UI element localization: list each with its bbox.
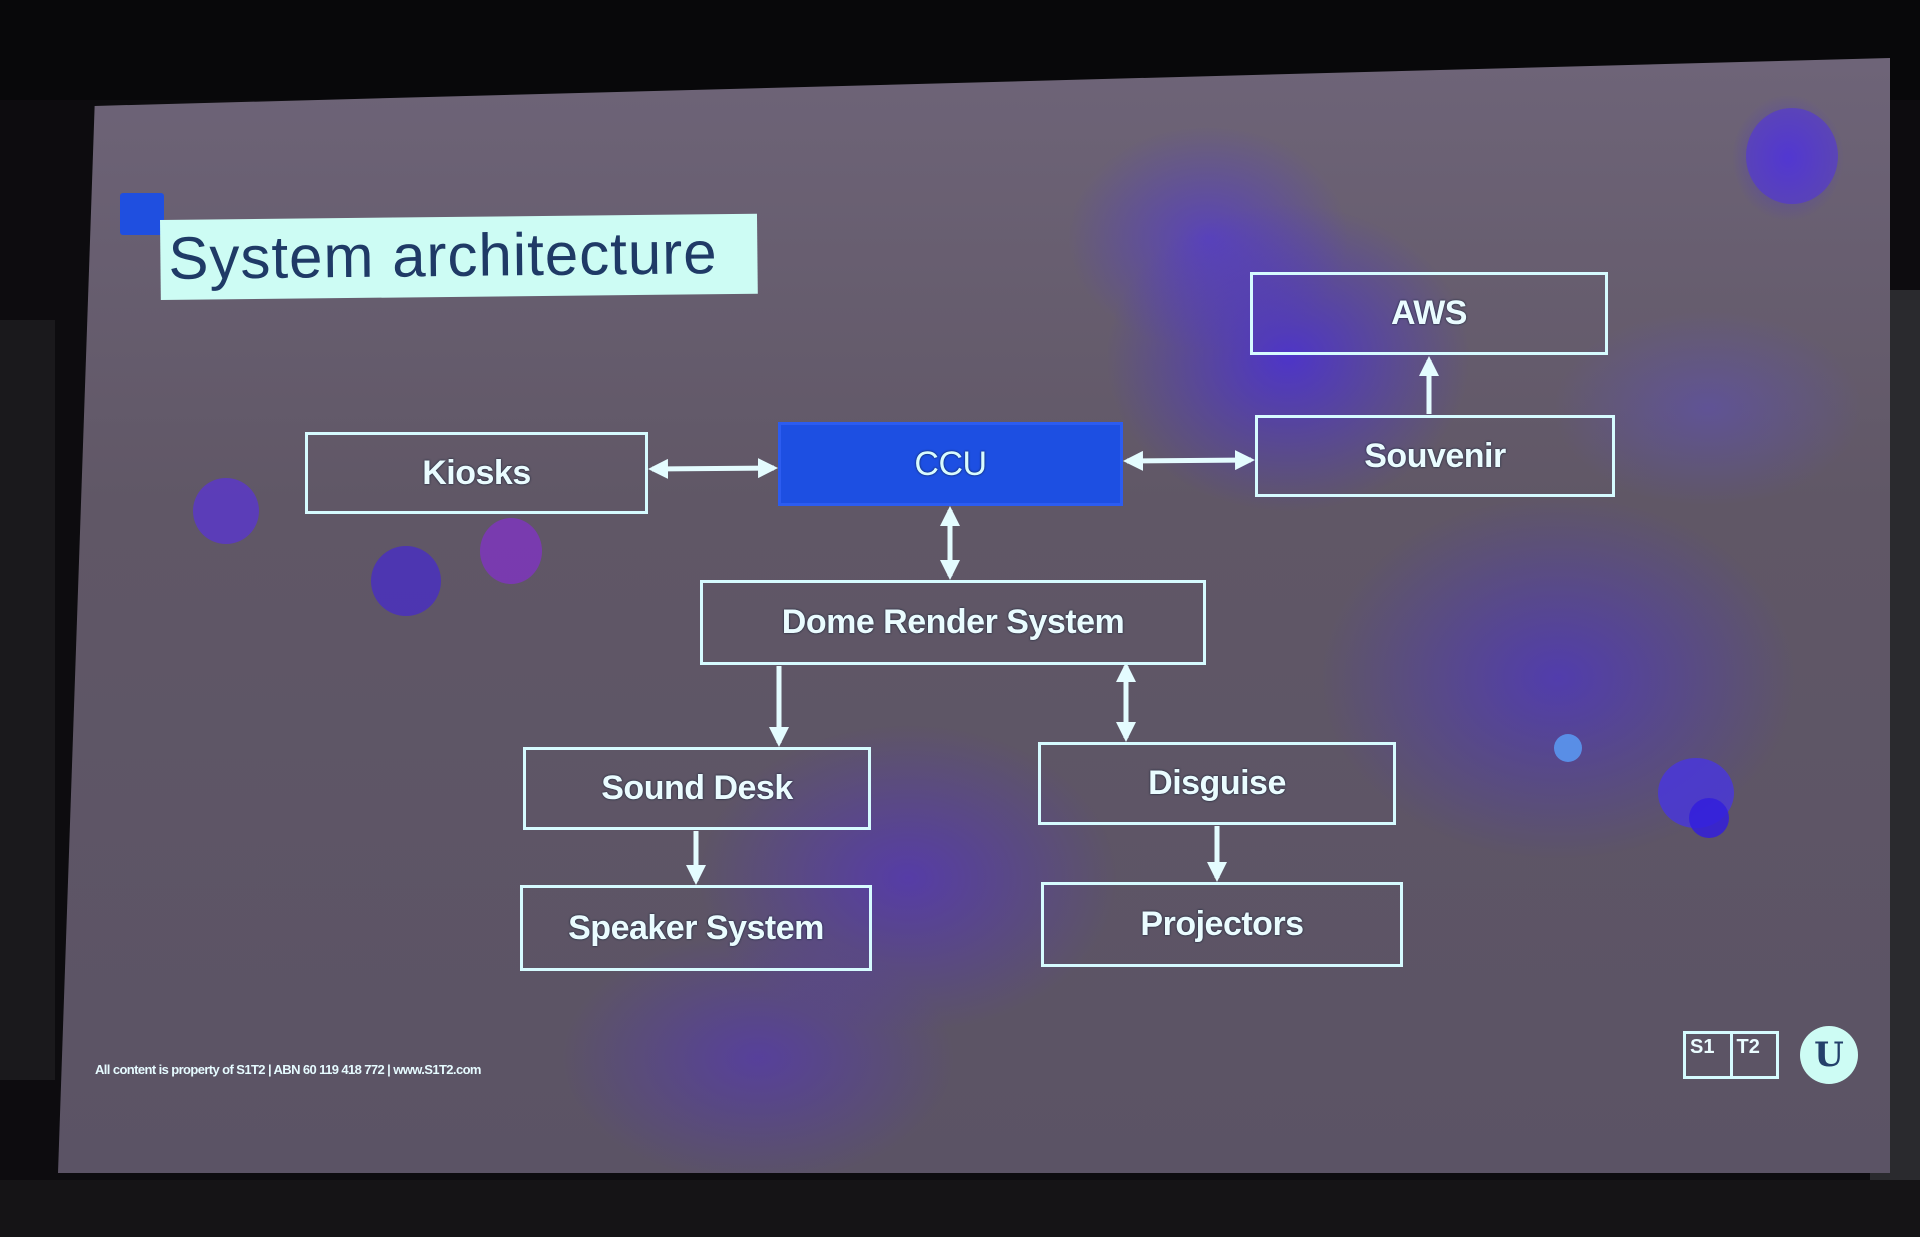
- decor-orb: [1554, 734, 1582, 762]
- node-sound-desk: Sound Desk: [523, 747, 871, 830]
- decor-orb: [1746, 108, 1838, 204]
- node-projectors: Projectors: [1041, 882, 1403, 967]
- node-disguise: Disguise: [1038, 742, 1396, 825]
- title-accent-square: [120, 193, 164, 235]
- s1t2-logo-t2: T2: [1736, 1036, 1760, 1058]
- room-wall-left: [0, 320, 55, 1080]
- title-banner: System architecture: [160, 213, 758, 300]
- slide-title: System architecture: [168, 219, 718, 292]
- footer-copyright: All content is property of S1T2 | ABN 60…: [95, 1062, 481, 1077]
- decor-orb: [371, 546, 441, 616]
- node-kiosks: Kiosks: [305, 432, 648, 514]
- decor-orb: [480, 518, 542, 584]
- s1t2-logo-s1: S1: [1686, 1034, 1733, 1076]
- decor-orb: [1689, 798, 1729, 838]
- node-ccu: CCU: [778, 422, 1123, 506]
- room-floor: [0, 1180, 1920, 1237]
- node-speaker-system: Speaker System: [520, 885, 872, 971]
- s1t2-logo: S1 T2: [1683, 1031, 1779, 1079]
- decor-orb: [193, 478, 259, 544]
- unreal-engine-logo-icon: U: [1800, 1026, 1858, 1084]
- node-aws: AWS: [1250, 272, 1608, 355]
- node-souvenir: Souvenir: [1255, 415, 1615, 497]
- node-dome-render-system: Dome Render System: [700, 580, 1206, 665]
